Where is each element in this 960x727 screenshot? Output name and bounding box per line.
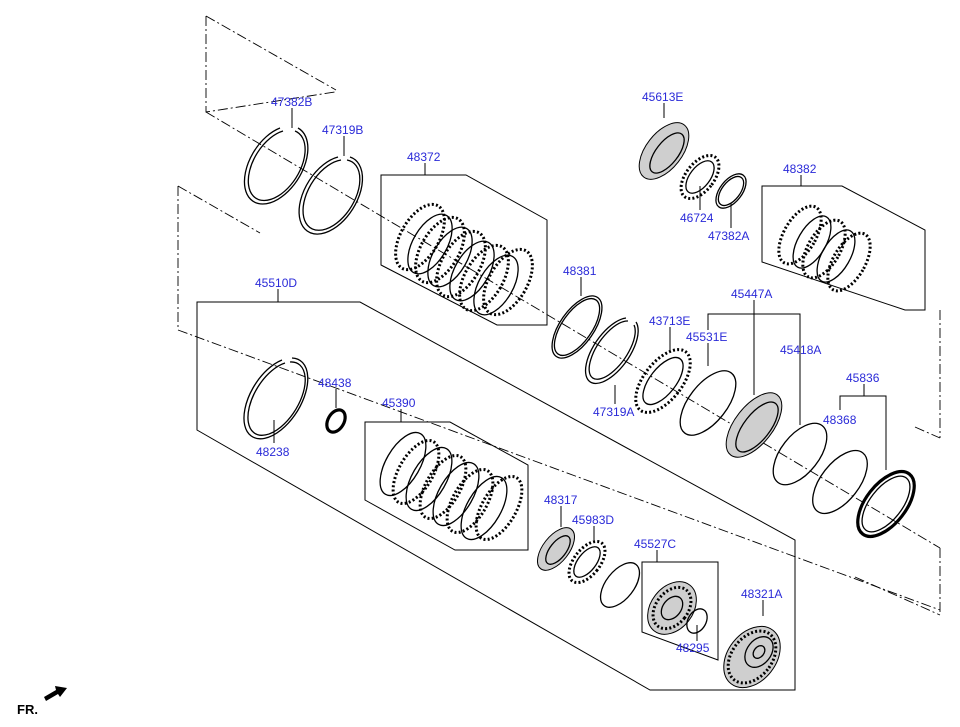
label-48382[interactable]: 48382 xyxy=(783,162,817,176)
label-43713E[interactable]: 43713E xyxy=(649,314,690,328)
label-48317[interactable]: 48317 xyxy=(544,493,578,507)
seal-ring-45418A[interactable] xyxy=(763,414,837,494)
gear-assembly-45527C[interactable] xyxy=(638,572,707,644)
bearing-48317[interactable] xyxy=(530,521,581,576)
ring-48438[interactable] xyxy=(323,407,349,436)
snap-ring-47319B[interactable] xyxy=(298,156,364,235)
label-45613E[interactable]: 45613E xyxy=(642,90,683,104)
label-48238[interactable]: 48238 xyxy=(256,445,290,459)
label-46724[interactable]: 46724 xyxy=(680,211,714,225)
retainer-plate-45613E[interactable] xyxy=(629,114,698,188)
snap-ring-47319A[interactable] xyxy=(584,317,639,385)
clutch-pack-45390[interactable] xyxy=(371,425,531,547)
label-48295[interactable]: 48295 xyxy=(676,641,710,655)
label-48368[interactable]: 48368 xyxy=(823,413,857,427)
label-48438[interactable]: 48438 xyxy=(318,376,352,390)
label-45418A[interactable]: 45418A xyxy=(780,343,821,357)
seal-ring-45527C[interactable] xyxy=(593,556,647,614)
bearing-46724[interactable] xyxy=(674,149,727,206)
bearing-45983D[interactable] xyxy=(562,535,612,589)
ring-48295[interactable] xyxy=(683,605,712,637)
label-45983D[interactable]: 45983D xyxy=(572,513,614,527)
label-47319A[interactable]: 47319A xyxy=(593,405,634,419)
clutch-pack-48382[interactable] xyxy=(770,199,879,297)
piston-45836[interactable] xyxy=(847,462,925,547)
label-45836[interactable]: 45836 xyxy=(846,371,880,385)
plate-48381[interactable] xyxy=(542,288,611,366)
drum-48321A[interactable] xyxy=(712,615,792,698)
label-48372[interactable]: 48372 xyxy=(407,150,441,164)
hub-43713E[interactable] xyxy=(625,340,701,422)
centerlines xyxy=(177,15,941,616)
part-labels: 47382B 47319B 48372 45613E 46724 47382A … xyxy=(255,90,880,655)
front-direction-marker: FR. xyxy=(17,686,67,717)
front-label: FR. xyxy=(17,702,38,717)
label-47382B[interactable]: 47382B xyxy=(271,95,312,109)
label-45527C[interactable]: 45527C xyxy=(634,537,676,551)
piston-45447A[interactable] xyxy=(716,383,793,466)
seal-ring-48368[interactable] xyxy=(802,441,878,523)
snap-ring-47382A[interactable] xyxy=(710,168,752,213)
snap-ring-47382B[interactable] xyxy=(243,127,309,205)
label-45447A[interactable]: 45447A xyxy=(731,287,772,301)
label-45390[interactable]: 45390 xyxy=(382,396,416,410)
clutch-pack-48372[interactable] xyxy=(386,196,543,322)
label-47382A[interactable]: 47382A xyxy=(708,229,749,243)
label-45531E[interactable]: 45531E xyxy=(686,330,727,344)
label-45510D[interactable]: 45510D xyxy=(255,276,297,290)
group-boxes xyxy=(196,174,926,691)
label-47319B[interactable]: 47319B xyxy=(322,123,363,137)
front-arrow-icon xyxy=(44,686,67,701)
label-48321A[interactable]: 48321A xyxy=(741,587,782,601)
seal-ring-45531E[interactable] xyxy=(670,361,747,444)
leader-lines xyxy=(273,103,887,641)
label-48381[interactable]: 48381 xyxy=(563,264,597,278)
snap-ring-48238[interactable] xyxy=(243,357,309,440)
